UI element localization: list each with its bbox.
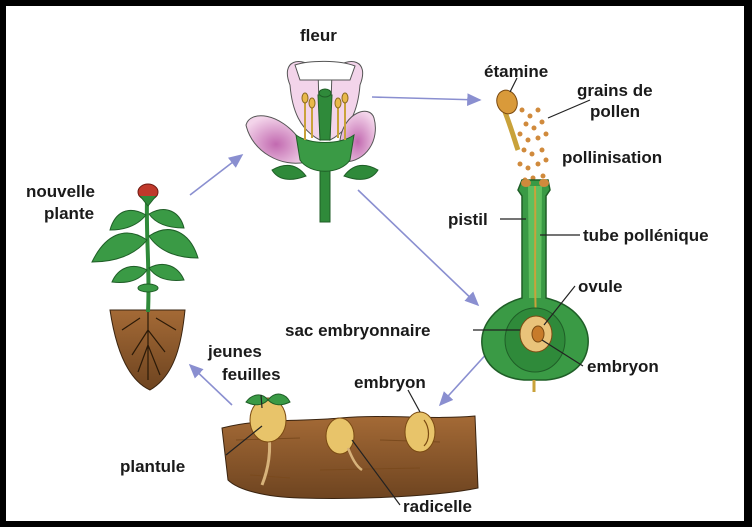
label-tube-pollenique: tube pollénique (583, 226, 709, 245)
label-sac-embryonnaire: sac embryonnaire (285, 321, 431, 340)
label-feuilles: feuilles (222, 365, 281, 384)
arrow-flower-to-stamen (372, 97, 480, 100)
arrow-pistil-to-seed (440, 350, 490, 405)
label-pollen: pollen (590, 102, 640, 121)
label-fleur: fleur (300, 26, 337, 45)
soil-and-seeds-illustration (222, 394, 478, 498)
label-embryon-seed: embryon (354, 373, 426, 392)
stamen-illustration (493, 87, 520, 150)
flower-illustration (246, 61, 378, 222)
label-pollinisation: pollinisation (562, 148, 662, 167)
arrow-flower-to-pistil (358, 190, 478, 305)
label-radicelle: radicelle (403, 497, 472, 516)
label-ovule: ovule (578, 277, 622, 296)
label-embryon-pistil: embryon (587, 357, 659, 376)
pistil-illustration (482, 179, 588, 392)
pollen-grains (518, 108, 549, 183)
label-pistil: pistil (448, 210, 488, 229)
label-plante: plante (44, 204, 94, 223)
label-nouvelle: nouvelle (26, 182, 95, 201)
label-etamine: étamine (484, 62, 548, 81)
label-grains-de: grains de (577, 81, 653, 100)
label-jeunes: jeunes (207, 342, 262, 361)
label-plantule: plantule (120, 457, 185, 476)
arrow-plant-to-flower (190, 155, 242, 195)
new-plant-illustration (92, 184, 198, 390)
